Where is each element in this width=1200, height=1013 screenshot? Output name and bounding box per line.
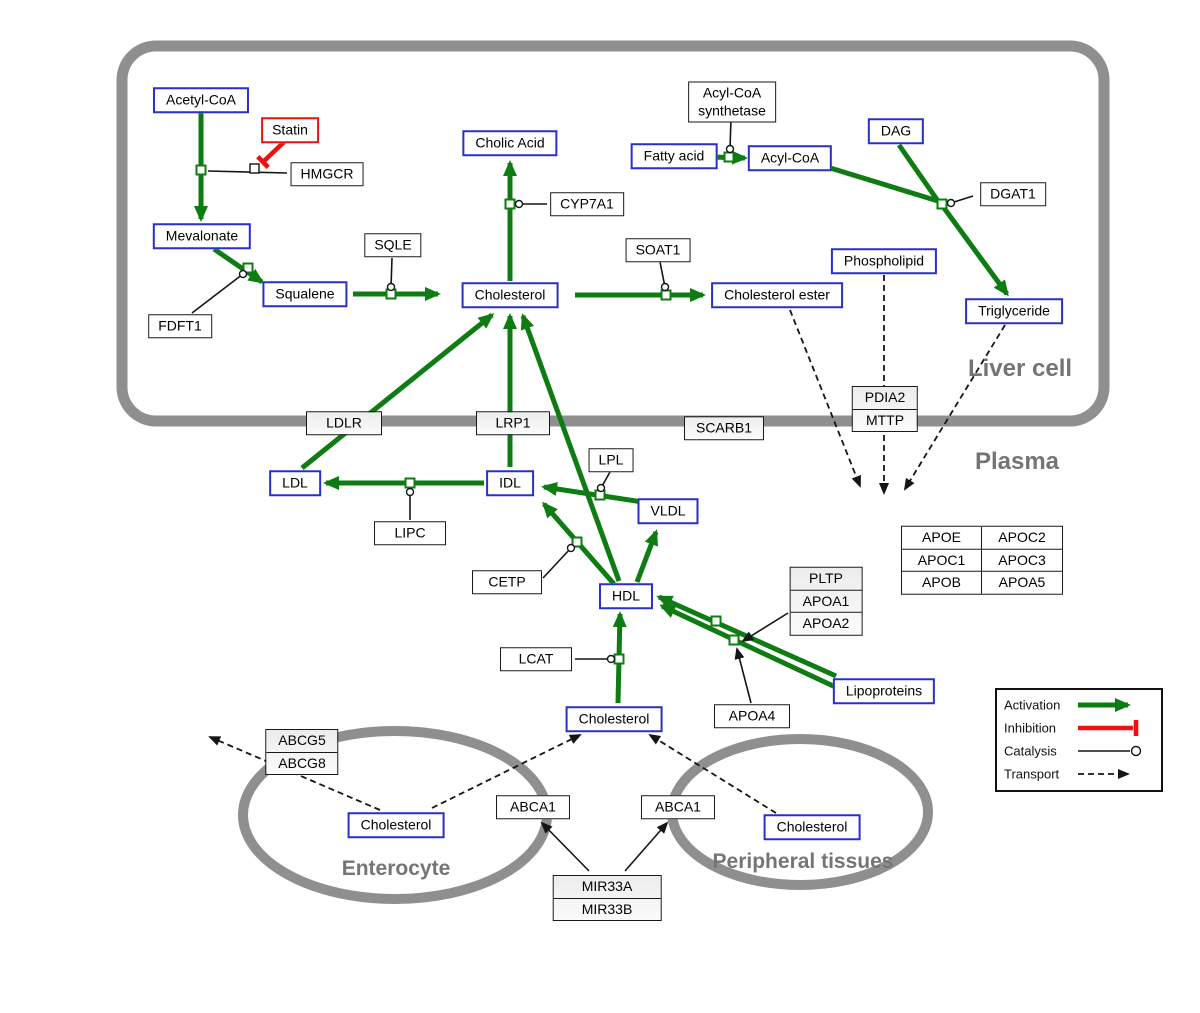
- liver-cell-label: Liver cell: [967, 355, 1073, 382]
- catalysis-edges: [191, 117, 974, 872]
- legend-inhibition-label: Inhibition: [1004, 720, 1057, 736]
- node-apoc3[interactable]: APOC3: [982, 549, 1062, 572]
- node-cholesterol-plasma[interactable]: Cholesterol: [565, 706, 663, 732]
- legend-catalysis-label: Catalysis: [1004, 743, 1057, 759]
- legend-activation-label: Activation: [1004, 697, 1061, 713]
- node-pltp-apoa1-apoa2[interactable]: PLTP APOA1 APOA2: [789, 566, 863, 636]
- node-scarb1[interactable]: SCARB1: [684, 416, 764, 440]
- node-ldlr[interactable]: LDLR: [306, 411, 382, 435]
- node-cholic-acid[interactable]: Cholic Acid: [462, 130, 558, 156]
- node-vldl[interactable]: VLDL: [637, 498, 699, 524]
- node-dag[interactable]: DAG: [867, 118, 925, 144]
- node-mir33a[interactable]: MIR33A: [553, 876, 661, 899]
- node-pdia2-mttp[interactable]: PDIA2 MTTP: [851, 386, 919, 432]
- node-abcg5-abcg8[interactable]: ABCG5 ABCG8: [265, 729, 339, 775]
- node-abcg5[interactable]: ABCG5: [266, 730, 338, 753]
- node-lpl[interactable]: LPL: [588, 448, 634, 472]
- node-apoe[interactable]: APOE: [902, 526, 982, 550]
- node-lipoproteins[interactable]: Lipoproteins: [832, 678, 936, 704]
- node-cholesterol-peripheral[interactable]: Cholesterol: [763, 814, 861, 840]
- node-cholesterol-ester[interactable]: Cholesterol ester: [711, 282, 843, 308]
- node-acyl-coa-synthetase[interactable]: Acyl-CoA synthetase: [688, 81, 776, 123]
- node-idl[interactable]: IDL: [486, 470, 534, 496]
- node-apoa4[interactable]: APOA4: [714, 704, 790, 728]
- node-acetyl-coa[interactable]: Acetyl-CoA: [152, 87, 250, 113]
- node-dgat1[interactable]: DGAT1: [980, 182, 1046, 206]
- legend: [995, 688, 1163, 792]
- node-lcat[interactable]: LCAT: [500, 647, 572, 671]
- node-cyp7a1[interactable]: CYP7A1: [550, 192, 624, 216]
- node-mir33a-mir33b[interactable]: MIR33A MIR33B: [552, 875, 662, 921]
- node-cholesterol-liver[interactable]: Cholesterol: [461, 282, 559, 308]
- node-apoc2[interactable]: APOC2: [982, 527, 1062, 550]
- node-lipc[interactable]: LIPC: [374, 521, 446, 545]
- node-hdl[interactable]: HDL: [598, 583, 654, 609]
- legend-transport-label: Transport: [1004, 766, 1060, 782]
- acyl-coa-synthetase-line1: Acyl-CoA: [702, 84, 762, 101]
- inhibition-edge: [256, 140, 286, 169]
- node-pltp[interactable]: PLTP: [790, 568, 862, 591]
- node-cetp[interactable]: CETP: [472, 570, 542, 594]
- node-apob[interactable]: APOB: [902, 571, 982, 594]
- node-phospholipid[interactable]: Phospholipid: [830, 248, 938, 274]
- node-apoa5[interactable]: APOA5: [998, 573, 1046, 590]
- legend-glyphs: [1078, 698, 1142, 779]
- node-apoc1[interactable]: APOC1: [902, 549, 982, 572]
- node-cholesterol-enterocyte[interactable]: Cholesterol: [347, 812, 445, 838]
- node-abca1-right[interactable]: ABCA1: [641, 795, 715, 819]
- plasma-label: Plasma: [974, 448, 1060, 475]
- node-fatty-acid[interactable]: Fatty acid: [630, 143, 718, 169]
- node-mir33b[interactable]: MIR33B: [581, 900, 633, 917]
- node-sqle[interactable]: SQLE: [364, 233, 422, 257]
- node-mevalonate[interactable]: Mevalonate: [152, 223, 252, 249]
- node-fdft1[interactable]: FDFT1: [148, 314, 212, 338]
- node-hmgcr[interactable]: HMGCR: [290, 162, 364, 186]
- node-abcg8[interactable]: ABCG8: [278, 754, 326, 771]
- node-apolipoprotein-table[interactable]: APOE APOC2 APOC1 APOC3 APOB APOA5: [901, 525, 1063, 595]
- node-apoa1[interactable]: APOA1: [790, 590, 862, 613]
- node-statin[interactable]: Statin: [261, 117, 319, 143]
- node-triglyceride[interactable]: Triglyceride: [965, 298, 1063, 324]
- node-pdia2[interactable]: PDIA2: [852, 387, 918, 410]
- peripheral-tissues-label: Peripheral tissues: [712, 850, 894, 873]
- node-apoa2[interactable]: APOA2: [802, 614, 850, 631]
- node-mttp[interactable]: MTTP: [865, 411, 905, 428]
- node-soat1[interactable]: SOAT1: [625, 238, 691, 262]
- acyl-coa-synthetase-line2: synthetase: [698, 102, 766, 118]
- node-ldl[interactable]: LDL: [269, 470, 321, 496]
- node-squalene[interactable]: Squalene: [262, 281, 348, 307]
- enterocyte-label: Enterocyte: [341, 857, 451, 880]
- node-lrp1[interactable]: LRP1: [476, 411, 550, 435]
- node-abca1-left[interactable]: ABCA1: [496, 795, 570, 819]
- node-acyl-coa[interactable]: Acyl-CoA: [747, 145, 833, 171]
- reaction-nodes: [195, 151, 948, 665]
